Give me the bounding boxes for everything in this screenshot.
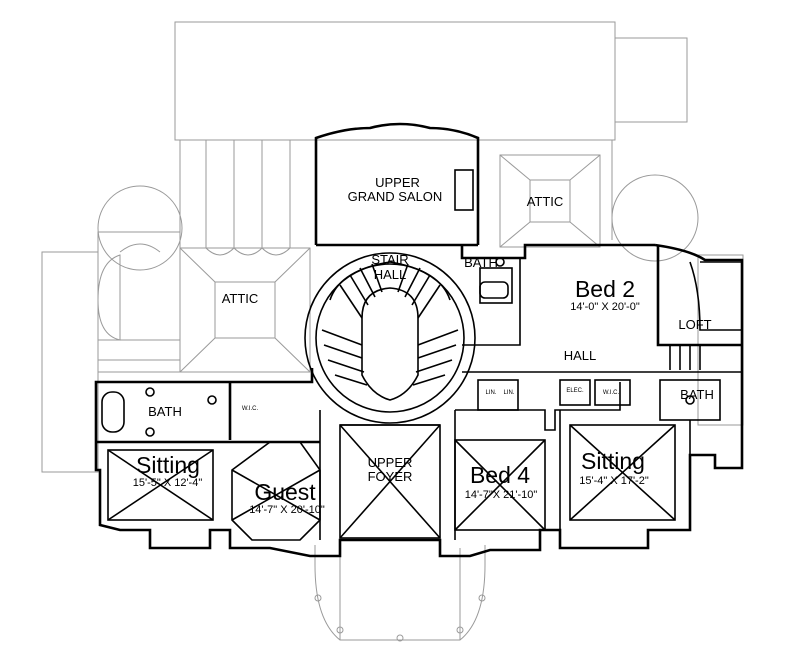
balcony-outline (314, 545, 486, 642)
stair-hall-label-line1: STAIR (371, 252, 409, 267)
bath-left-label: BATH (148, 404, 182, 419)
sitting-right-dimensions: 15'-4" X 17'-2" (579, 475, 649, 487)
sitting-right-label: Sitting (581, 448, 645, 474)
bed2-label: Bed 2 (574, 276, 636, 302)
upper-foyer-label-line2: FOYER (367, 469, 413, 484)
bath-fixtures (101, 257, 695, 437)
bath-top-label: BATH (464, 255, 498, 270)
bed4-dimensions: 14'-7"X 21'-10" (464, 489, 538, 501)
hall-label: HALL (563, 348, 597, 363)
roof-outline-right (499, 140, 744, 426)
loft-label: LOFT (678, 317, 712, 332)
guest-dimensions: 14'-7" X 20'-10" (249, 504, 325, 516)
grand-salon-label-line2: GRAND SALON (347, 189, 443, 204)
bed2-dimensions: 14'-0" X 20'-0" (570, 301, 640, 313)
guest-label: Guest (254, 479, 316, 505)
electrical-closet-label: ELEC. (566, 388, 584, 394)
bedroom-walls (455, 258, 742, 530)
foyer-walls (319, 410, 456, 540)
upper-foyer-label-line1: UPPER (367, 455, 413, 470)
roof-outline-top (174, 21, 688, 141)
linen-closet-label-1: LIN. (485, 390, 497, 396)
bath-right-label: BATH (680, 387, 714, 402)
wic-left-label: W.I.C. (241, 406, 259, 412)
wic-right-label: W.I.C. (602, 390, 620, 396)
grand-salon-walls (314, 122, 480, 247)
guest-suite-walls (107, 424, 676, 541)
stair-hall-label-line2: HALL (373, 267, 407, 282)
sitting-left-label: Sitting (136, 452, 200, 478)
grand-salon-label-line1: UPPER (375, 175, 420, 190)
attic-right-label: ATTIC (526, 194, 564, 209)
sitting-left-dimensions: 15'-5" X 12'-4" (132, 477, 203, 489)
attic-left-label: ATTIC (221, 291, 259, 306)
bed4-label: Bed 4 (469, 462, 531, 488)
roof-outline-left (41, 139, 315, 473)
linen-closet-label-2: LIN. (503, 390, 515, 396)
stair-hall-walls (304, 252, 476, 424)
